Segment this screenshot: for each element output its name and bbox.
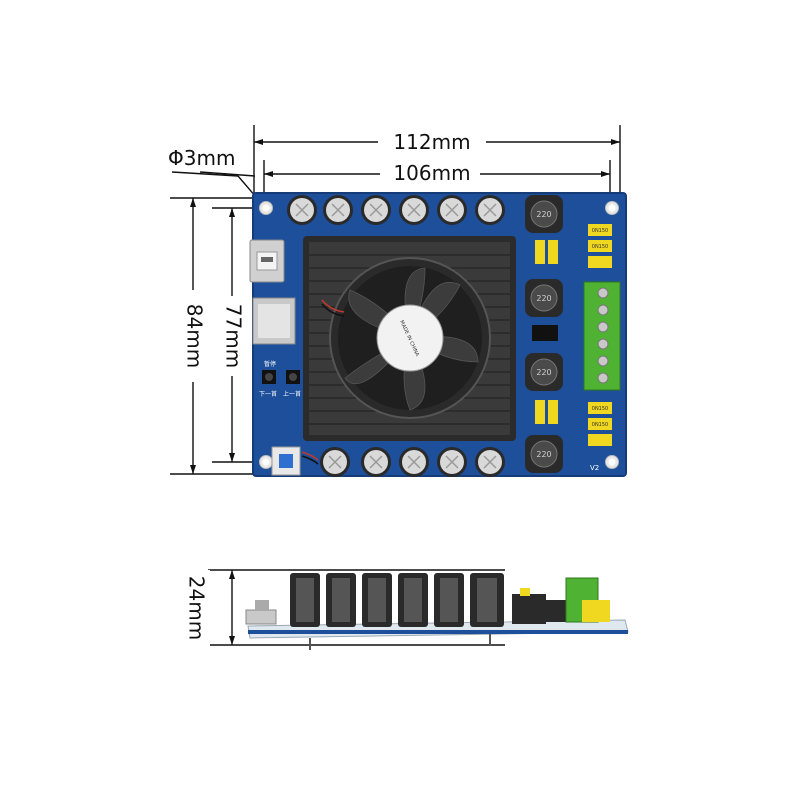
inductor-label: 220 (536, 368, 551, 377)
pcb-side-view (245, 573, 629, 650)
inductor-label: 220 (536, 450, 551, 459)
pause-button-label: 暂停 (264, 360, 276, 368)
left-components: 暂停 下一首 上一首 (249, 239, 319, 476)
bottom-capacitors (320, 447, 505, 477)
top-capacitors (287, 195, 505, 225)
inductor-label: 220 (536, 294, 551, 303)
overall-width-label: 112mm (393, 130, 470, 154)
film-capacitors-outer: 0N150 0N150 0N150 0N150 (588, 224, 612, 446)
film-capacitors-inner (535, 240, 558, 424)
inductor-label: 220 (536, 210, 551, 219)
side-height-label: 24mm (185, 576, 209, 640)
cap-label: 0N150 (592, 228, 608, 234)
fan-hub-label (376, 304, 444, 372)
side-capacitors (290, 573, 504, 627)
hole-diameter-label: Φ3mm (168, 146, 235, 170)
screw-terminal (583, 281, 621, 391)
cap-label: 0N150 (592, 244, 608, 250)
diode-chip (532, 325, 558, 341)
mounting-holes (259, 201, 619, 469)
top-dimensions: 112mm 106mm Φ3mm 84mm 77mm (168, 125, 621, 475)
cap-label: 0N150 (592, 406, 608, 412)
cooling-fan: MADE IN CHINA (321, 257, 491, 419)
pcb-top-view: MADE IN CHINA 暂停 下一首 上一首 (249, 192, 627, 477)
overall-height-label: 84mm (183, 304, 207, 368)
inductors: 220 220 220 220 (525, 195, 563, 473)
hole-spacing-height-label: 77mm (222, 304, 246, 368)
version-label: V2 (590, 464, 599, 472)
side-dimensions: 24mm (182, 569, 505, 648)
next-button-label: 下一首 (259, 390, 277, 398)
hole-spacing-width-label: 106mm (393, 161, 470, 185)
prev-button-label: 上一首 (283, 390, 301, 398)
cap-label: 0N150 (592, 422, 608, 428)
